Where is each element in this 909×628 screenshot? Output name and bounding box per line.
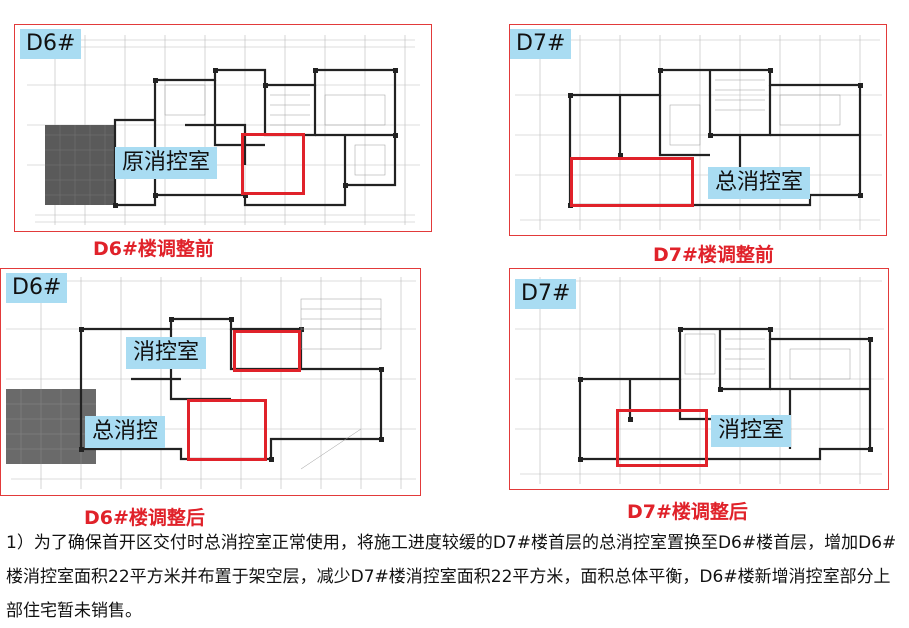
highlight-box-main-control-room [570, 157, 694, 207]
caption-d7-before: D7#楼调整前 [653, 244, 774, 266]
caption-d6-before: D6#楼调整前 [93, 238, 214, 260]
building-tag-d6: D6# [20, 29, 82, 59]
d6-before-floorplan-drawing [27, 35, 420, 225]
highlight-box-new-control-room [233, 330, 301, 372]
d6-after-plan: D6# 消控室 总消控 [0, 268, 421, 496]
room-label-control: 消控室 [711, 415, 792, 447]
building-tag-d6: D6# [6, 273, 68, 303]
d7-before-floorplan-drawing [515, 35, 882, 230]
caption-d7-after: D7#楼调整后 [627, 501, 748, 523]
room-label-control: 消控室 [126, 337, 207, 369]
room-label-main-control: 总消控 [85, 416, 166, 448]
room-label-main-control: 总消控室 [708, 167, 811, 199]
highlight-box-control-room [616, 409, 708, 467]
room-label-original-control: 原消控室 [115, 147, 218, 179]
building-tag-d7: D7# [510, 29, 572, 59]
description-text: 1）为了确保首开区交付时总消控室正常使用，将施工进度较缓的D7#楼首层的总消控室… [6, 533, 897, 621]
building-tag-d7: D7# [515, 279, 577, 309]
caption-d6-after: D6#楼调整后 [84, 507, 205, 529]
d6-after-floorplan-drawing [6, 277, 416, 489]
highlight-box-main-control-room [187, 399, 267, 461]
d7-after-floorplan-drawing [515, 277, 884, 484]
d7-after-plan: D7# 消控室 [509, 268, 889, 490]
d6-before-plan: D6# 原消控室 [14, 24, 432, 232]
d7-before-plan: D7# 总消控室 [509, 24, 887, 236]
highlight-box-original-room [241, 133, 305, 195]
